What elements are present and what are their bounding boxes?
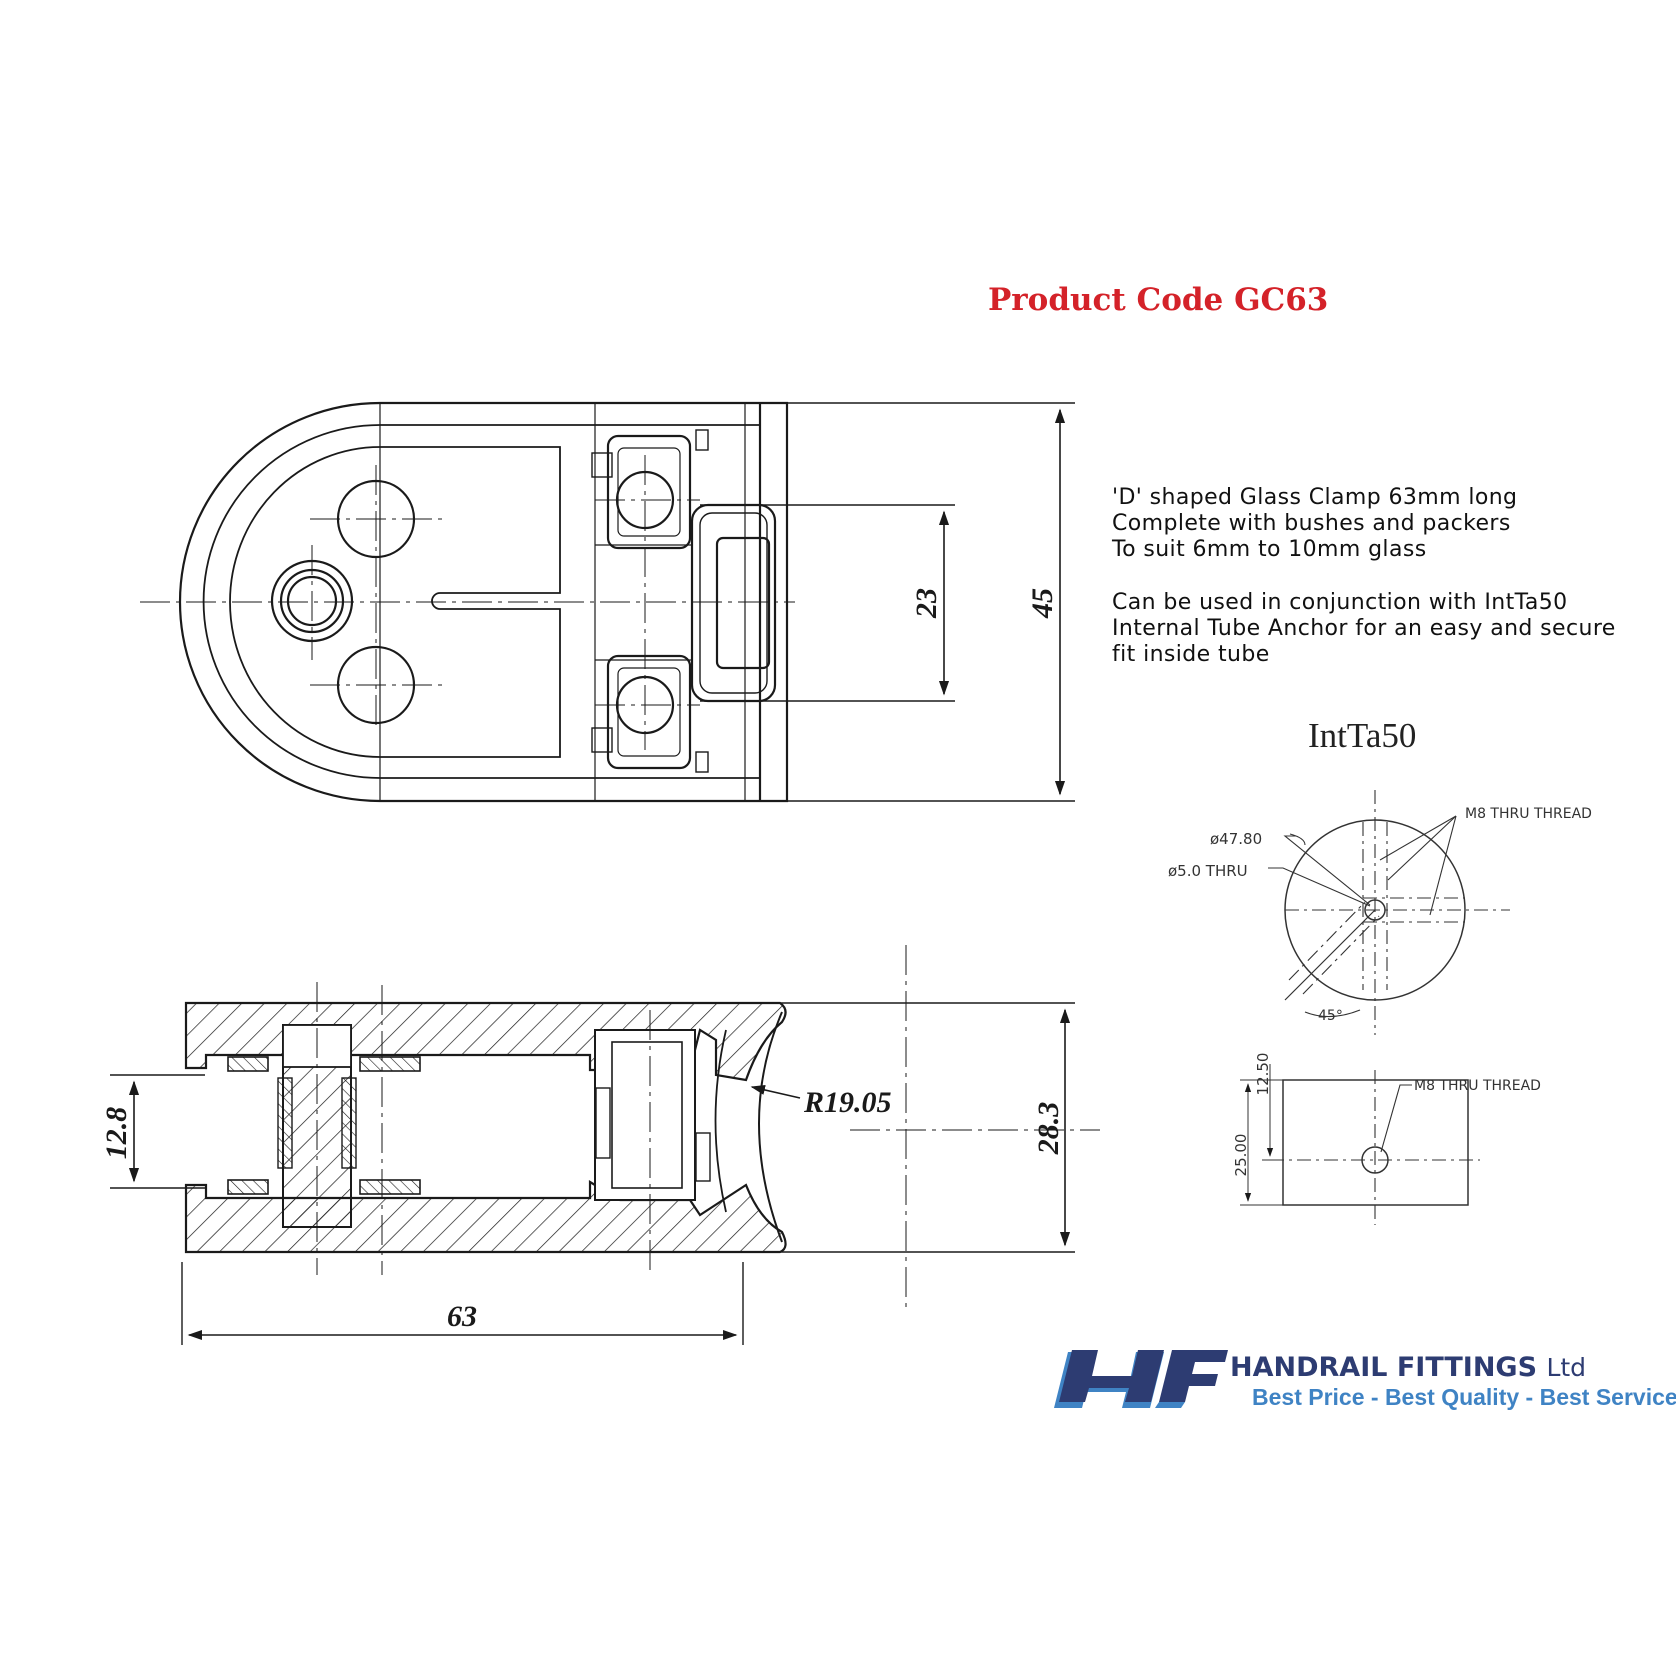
dim-label-radius: R19.05 xyxy=(803,1086,892,1119)
intta-top-view xyxy=(1268,790,1510,1035)
dim-label-23: 23 xyxy=(910,588,943,619)
glass-slot-block xyxy=(690,503,777,703)
description-line: Can be used in conjunction with IntTa50 xyxy=(1112,590,1568,615)
intta-dim-half-label: 12.50 xyxy=(1254,1053,1272,1096)
description-line: Complete with bushes and packers xyxy=(1112,511,1511,536)
intta-angle-label: 45° xyxy=(1318,1008,1343,1024)
radius-leader xyxy=(750,1084,801,1099)
center-bush-inner xyxy=(286,575,338,627)
intta-thread-label-side: M8 THRU THREAD xyxy=(1414,1078,1541,1094)
description-line: 'D' shaped Glass Clamp 63mm long xyxy=(1112,485,1518,510)
hf-logo-mark xyxy=(1054,1350,1228,1408)
logo-company-name: HANDRAIL FITTINGS Ltd xyxy=(1230,1352,1586,1383)
product-code-title: Product Code GC63 xyxy=(988,282,1329,318)
intta-dia-hole-label: ø5.0 THRU xyxy=(1168,862,1248,880)
intta-side-view xyxy=(1240,1064,1480,1225)
dim-label-28-3: 28.3 xyxy=(1032,1102,1065,1156)
intta-thread-label-top: M8 THRU THREAD xyxy=(1465,806,1592,822)
tube-radius xyxy=(758,1011,783,1243)
dim-label-12-8: 12.8 xyxy=(100,1107,133,1160)
description-line: To suit 6mm to 10mm glass xyxy=(1112,537,1427,562)
description-line: Internal Tube Anchor for an easy and sec… xyxy=(1112,616,1616,641)
logo-company: HANDRAIL FITTINGS xyxy=(1230,1352,1538,1383)
logo-suffix: Ltd xyxy=(1546,1353,1587,1382)
dim-label-45: 45 xyxy=(1026,588,1059,619)
pocket-outline xyxy=(229,446,561,758)
intta-dia-outer-label: ø47.80 xyxy=(1210,830,1262,848)
clamp-inner-outline xyxy=(202,424,761,779)
description-line: fit inside tube xyxy=(1112,642,1270,667)
dim-label-63: 63 xyxy=(447,1300,477,1333)
top-view xyxy=(140,401,1075,803)
side-view xyxy=(110,945,1100,1345)
logo-tagline: Best Price - Best Quality - Best Service xyxy=(1252,1384,1676,1410)
clamp-outline xyxy=(178,401,789,803)
intta-title: IntTa50 xyxy=(1308,716,1417,755)
intta-dim-full-label: 25.00 xyxy=(1232,1134,1250,1177)
